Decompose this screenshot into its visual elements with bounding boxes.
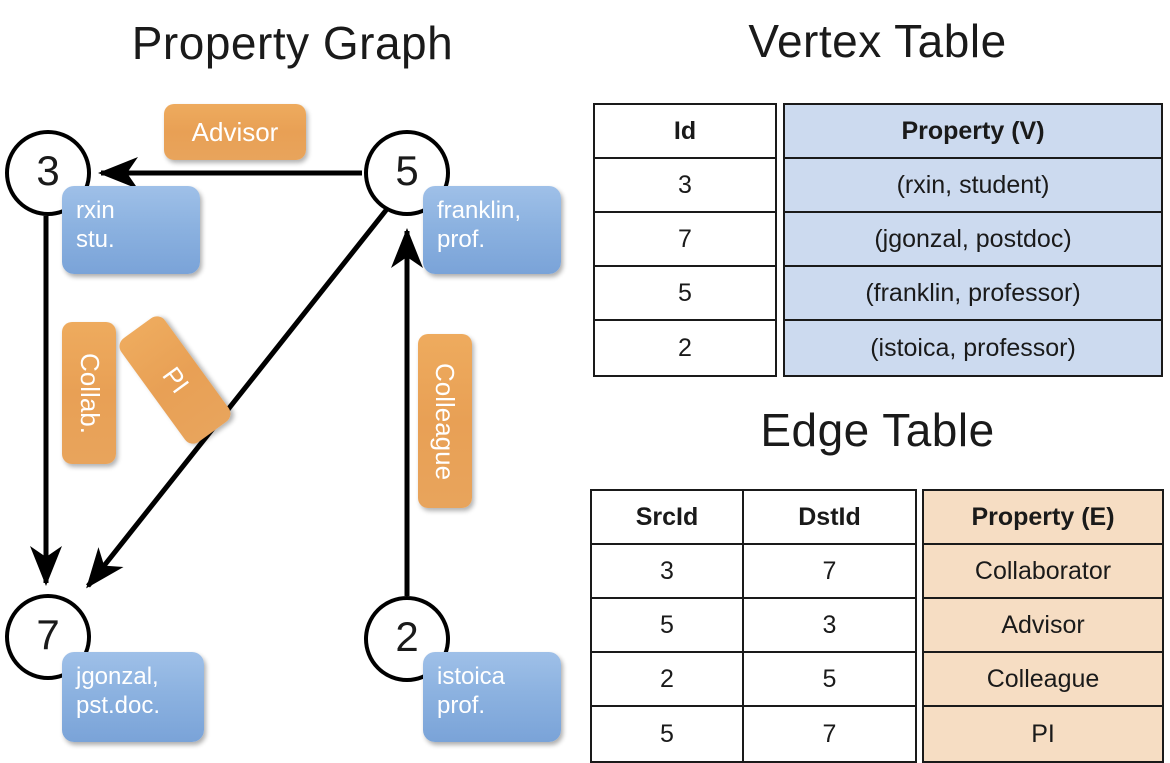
edge-table-header-dstid: DstId <box>742 491 915 545</box>
node-property-line: prof. <box>437 692 486 720</box>
graph-node-7-label: 7 <box>36 611 60 658</box>
edge-table-header-property: Property (E) <box>924 491 1162 545</box>
table-row: (franklin, professor) <box>785 267 1161 321</box>
node-property-line: franklin, <box>437 197 522 224</box>
edge-label-colleague-text: Colleague <box>430 362 461 480</box>
table-row: (istoica, professor) <box>785 321 1161 375</box>
edge-table-property-column: Property (E) Collaborator Advisor Collea… <box>922 489 1164 763</box>
table-row: Colleague <box>924 653 1162 707</box>
vertex-table-header-property: Property (V) <box>785 105 1161 159</box>
node-property-line: prof. <box>437 226 486 254</box>
table-row: 3 <box>595 159 775 213</box>
edge-table-srcid-column: SrcId 3 5 2 5 <box>590 489 742 763</box>
vertex-table-property-column: Property (V) (rxin, student) (jgonzal, p… <box>783 103 1163 377</box>
node-property-box-5: franklin, prof. <box>423 186 561 274</box>
table-row: 7 <box>742 707 915 761</box>
edge-5-to-7 <box>86 207 389 589</box>
page-title-property-graph: Property Graph <box>131 17 454 69</box>
node-property-box-2: istoica prof. <box>423 652 561 742</box>
node-property-box-3: rxin stu. <box>62 186 200 274</box>
graph-node-5[interactable]: 5 <box>364 130 450 216</box>
page-title-edge-table: Edge Table <box>760 404 995 456</box>
node-property-line: stu. <box>76 226 115 254</box>
node-property-line: istoica <box>437 663 506 690</box>
edge-label-advisor-text: Advisor <box>191 116 279 147</box>
table-row: PI <box>924 707 1162 761</box>
edge-table-header-srcid: SrcId <box>592 491 742 545</box>
edge-label-collab: Collab. <box>62 322 116 464</box>
edge-label-collab-text: Collab. <box>74 352 105 434</box>
edge-label-colleague: Colleague <box>418 334 472 508</box>
graph-node-5-label: 5 <box>395 147 419 194</box>
graph-node-2[interactable]: 2 <box>364 596 450 682</box>
page-title-vertex-table: Vertex Table <box>748 15 1007 67</box>
table-row: 2 <box>592 653 742 707</box>
table-row: Advisor <box>924 599 1162 653</box>
table-row: 5 <box>742 653 915 707</box>
edge-label-pi-text: PI <box>156 360 195 399</box>
table-row: 5 <box>592 707 742 761</box>
table-row: 5 <box>595 267 775 321</box>
edge-label-advisor: Advisor <box>164 104 306 160</box>
vertex-table-header-id: Id <box>595 105 775 159</box>
table-row: 2 <box>595 321 775 375</box>
table-row: Collaborator <box>924 545 1162 599</box>
table-row: (jgonzal, postdoc) <box>785 213 1161 267</box>
property-graph-diagram: 3 5 7 2 rxin stu. franklin, prof. jgonza… <box>0 0 585 760</box>
table-row: 7 <box>595 213 775 267</box>
table-row: 5 <box>592 599 742 653</box>
node-property-line: jgonzal, <box>76 663 159 690</box>
table-row: 3 <box>742 599 915 653</box>
node-property-line: pst.doc. <box>76 692 161 720</box>
graph-node-2-label: 2 <box>395 613 419 660</box>
vertex-table-id-column: Id 3 7 5 2 <box>593 103 777 377</box>
edge-table-dstid-column: DstId 7 3 5 7 <box>742 489 917 763</box>
node-property-box-7: jgonzal, pst.doc. <box>62 652 204 742</box>
graph-edges-layer <box>30 157 423 596</box>
table-row: 3 <box>592 545 742 599</box>
node-property-line: rxin <box>76 197 115 224</box>
graph-node-3-label: 3 <box>36 147 60 194</box>
table-row: (rxin, student) <box>785 159 1161 213</box>
table-row: 7 <box>742 545 915 599</box>
